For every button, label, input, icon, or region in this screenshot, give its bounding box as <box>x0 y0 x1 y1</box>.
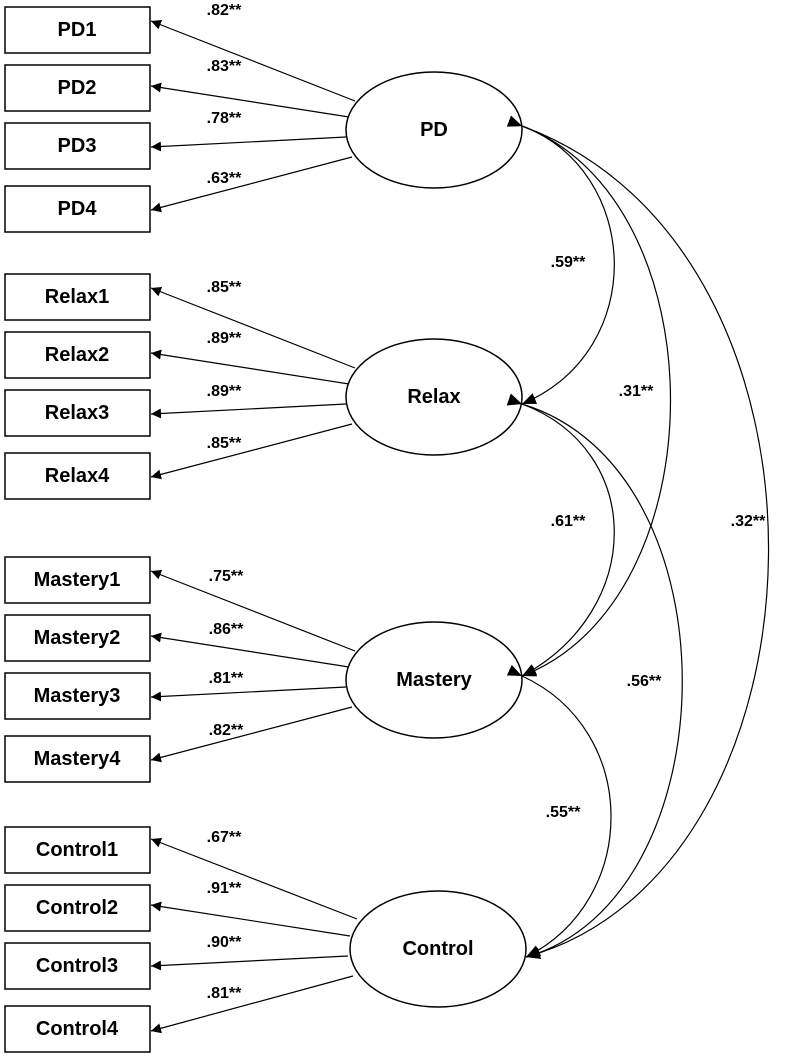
correlation-curve-pd-control <box>506 115 770 959</box>
indicator-label-pd4: PD4 <box>58 198 98 220</box>
loading-arrow-pd1 <box>150 19 356 102</box>
loading-value-control2: .91** <box>207 880 242 897</box>
loading-arrow-relax1 <box>150 286 356 369</box>
loading-arrow-pd2 <box>150 82 350 118</box>
loading-value-pd1: .82** <box>207 2 242 19</box>
loading-value-mastery1: .75** <box>209 568 244 585</box>
indicator-box-mastery4 <box>4 735 151 783</box>
loading-value-mastery4: .82** <box>209 722 244 739</box>
indicator-box-relax3 <box>4 389 151 437</box>
indicator-box-relax4 <box>4 452 151 500</box>
loading-value-relax3: .89** <box>207 383 242 400</box>
correlation-value-pd-control: .32** <box>731 513 766 530</box>
indicator-box-mastery3 <box>4 672 151 720</box>
loading-value-pd2: .83** <box>207 58 242 75</box>
indicator-box-control2 <box>4 884 151 932</box>
correlation-group <box>506 115 770 959</box>
indicator-label-pd3: PD3 <box>58 135 97 157</box>
loading-value-relax4: .85** <box>207 435 242 452</box>
correlation-curve-relax-control <box>506 394 683 959</box>
loading-arrow-control1 <box>150 837 358 920</box>
correlation-value-mastery-control: .55** <box>546 804 581 821</box>
loading-arrow-mastery4 <box>150 706 353 763</box>
loading-arrow-mastery2 <box>150 632 350 668</box>
loading-value-control1: .67** <box>207 829 242 846</box>
loading-arrow-relax4 <box>150 423 353 480</box>
factor-label-pd: PD <box>420 119 448 141</box>
indicator-label-control3: Control3 <box>36 955 118 977</box>
loading-value-pd3: .78** <box>207 110 242 127</box>
indicator-label-relax4: Relax4 <box>45 465 110 487</box>
factor-group-control: Control1 Control2 Control3 Control4 .67*… <box>4 826 527 1053</box>
correlation-value-relax-mastery: .61** <box>551 513 586 530</box>
indicator-box-control3 <box>4 942 151 990</box>
factor-label-control: Control <box>402 938 473 960</box>
indicator-label-relax1: Relax1 <box>45 286 110 308</box>
loading-value-pd4: .63** <box>207 170 242 187</box>
indicator-box-control1 <box>4 826 151 874</box>
correlation-value-relax-control: .56** <box>627 673 662 690</box>
correlation-value-pd-mastery: .31** <box>619 383 654 400</box>
indicator-label-pd2: PD2 <box>58 77 97 99</box>
indicator-label-mastery3: Mastery3 <box>34 685 121 707</box>
indicator-box-pd1 <box>4 6 151 54</box>
indicator-label-mastery2: Mastery2 <box>34 627 121 649</box>
indicator-label-mastery4: Mastery4 <box>34 748 122 770</box>
indicator-box-mastery2 <box>4 614 151 662</box>
factor-group-pd: PD1 PD2 PD3 PD4 .82** .83** .78** .63** … <box>4 2 523 233</box>
loading-value-relax2: .89** <box>207 330 242 347</box>
indicator-box-pd2 <box>4 64 151 112</box>
loading-arrow-relax2 <box>150 349 350 385</box>
loading-arrow-pd4 <box>150 156 353 213</box>
indicator-label-relax3: Relax3 <box>45 402 110 424</box>
indicator-label-control2: Control2 <box>36 897 118 919</box>
indicator-box-relax2 <box>4 331 151 379</box>
indicator-box-mastery1 <box>4 556 151 604</box>
indicator-label-control1: Control1 <box>36 839 118 861</box>
loading-arrow-relax3 <box>150 403 347 419</box>
loading-arrow-mastery1 <box>150 569 356 652</box>
indicator-box-pd4 <box>4 185 151 233</box>
loading-arrow-control4 <box>150 975 354 1034</box>
correlation-curve-pd-mastery <box>506 115 671 677</box>
loading-arrow-mastery3 <box>150 686 347 702</box>
indicator-box-pd3 <box>4 122 151 170</box>
indicator-label-mastery1: Mastery1 <box>34 569 121 591</box>
factor-label-mastery: Mastery <box>396 669 472 691</box>
indicator-label-relax2: Relax2 <box>45 344 110 366</box>
loading-value-mastery3: .81** <box>209 670 244 687</box>
loading-value-control3: .90** <box>207 934 242 951</box>
indicator-box-relax1 <box>4 273 151 321</box>
factor-label-relax: Relax <box>407 386 460 408</box>
factor-group-mastery: Mastery1 Mastery2 Mastery3 Mastery4 .75*… <box>4 556 523 783</box>
loading-value-mastery2: .86** <box>209 621 244 638</box>
correlation-curve-relax-mastery <box>506 393 615 677</box>
indicator-label-pd1: PD1 <box>58 19 97 41</box>
correlation-curve-mastery-control <box>506 664 612 958</box>
factor-group-relax: Relax1 Relax2 Relax3 Relax4 .85** .89** … <box>4 273 523 500</box>
loading-value-control4: .81** <box>207 985 242 1002</box>
loading-value-relax1: .85** <box>207 279 242 296</box>
indicator-box-control4 <box>4 1005 151 1053</box>
correlation-curve-pd-relax <box>506 115 615 405</box>
correlation-value-pd-relax: .59** <box>551 254 586 271</box>
loading-arrow-control3 <box>150 955 349 971</box>
indicator-label-control4: Control4 <box>36 1018 119 1040</box>
loading-arrow-pd3 <box>150 136 347 152</box>
loading-arrow-control2 <box>150 901 351 937</box>
